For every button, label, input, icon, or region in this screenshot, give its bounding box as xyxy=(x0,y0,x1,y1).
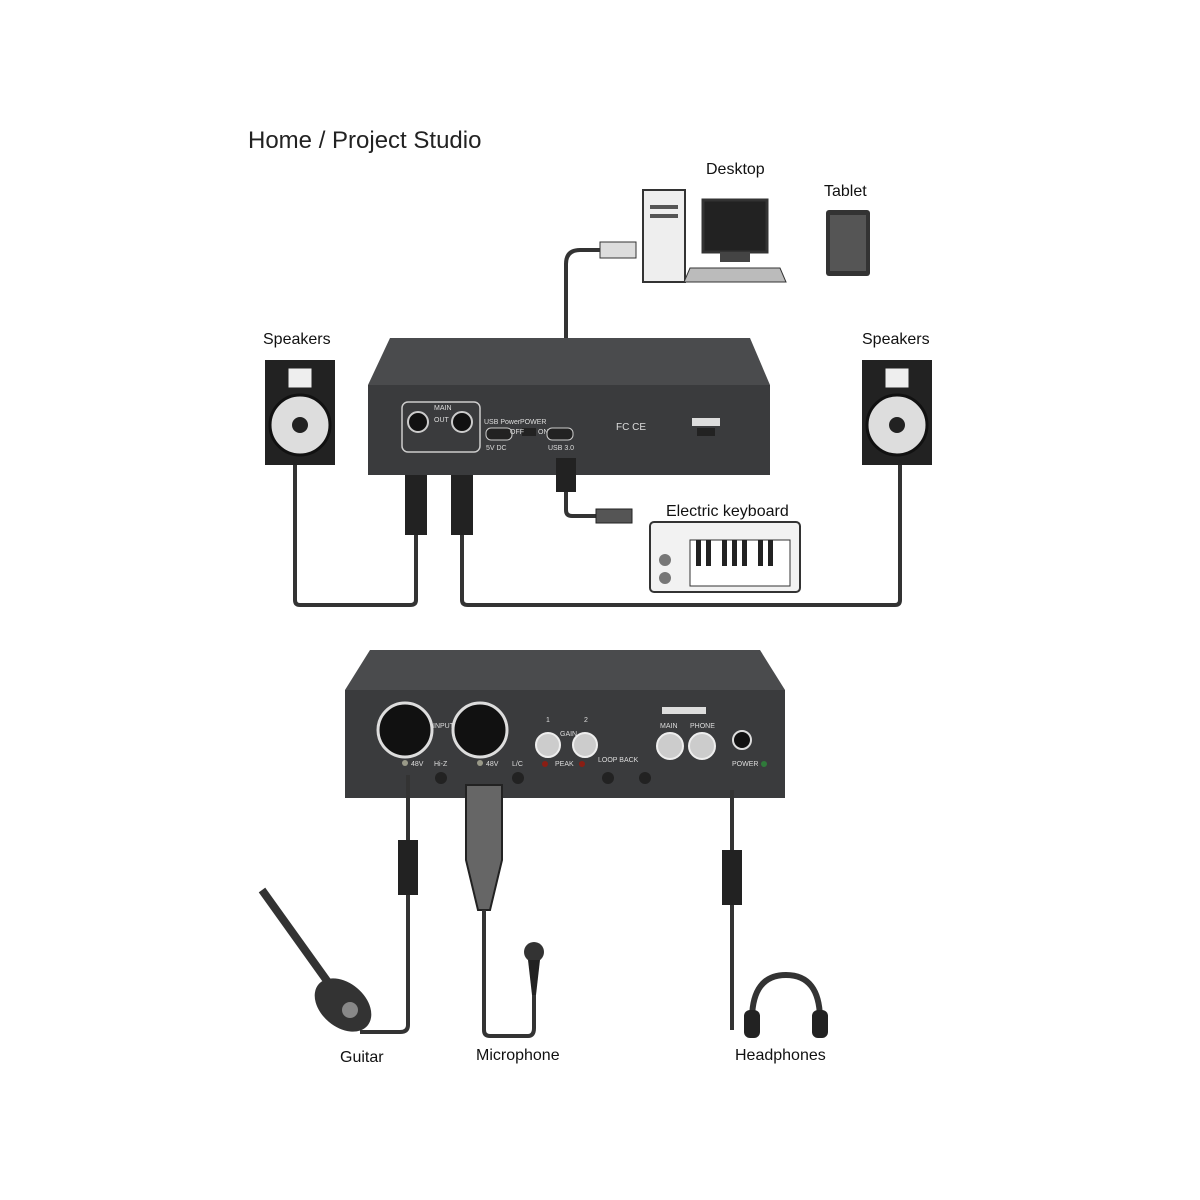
usb-power-port xyxy=(485,427,513,441)
microphone-cable xyxy=(482,910,536,1038)
lc-button xyxy=(512,772,524,784)
phone-knob xyxy=(688,732,716,760)
keyboard-label: Electric keyboard xyxy=(666,503,789,520)
speaker-right: Speakers xyxy=(862,331,932,465)
tablet-label: Tablet xyxy=(824,183,867,200)
headphone-jack xyxy=(732,730,752,750)
peak-label: PEAK xyxy=(555,761,574,768)
input-1-combo-jack xyxy=(376,701,434,759)
guitar-cable xyxy=(360,775,410,1034)
off-label: OFF xyxy=(510,429,524,436)
dc-label: 5V DC xyxy=(486,445,507,452)
desktop-computer: Desktop xyxy=(642,161,787,283)
usb-cable-keyboard xyxy=(564,492,598,518)
desktop-label: Desktop xyxy=(706,161,765,178)
48v-label-2: 48V xyxy=(486,761,499,768)
speakers-left-label: Speakers xyxy=(263,331,331,348)
headphones-label: Headphones xyxy=(735,1047,826,1064)
gain-1-label: 1 xyxy=(546,717,550,724)
speakers-right-label: Speakers xyxy=(862,331,930,348)
diagram-title: Home / Project Studio xyxy=(248,127,481,154)
audio-interface-rear: MAIN OUT USB Power 5V DC POWER OFF ON US… xyxy=(368,338,770,475)
hiz-label: Hi-Z xyxy=(434,761,448,768)
cert-marks: FC CE xyxy=(616,422,646,433)
on-label: ON xyxy=(538,429,549,436)
gain-1-knob xyxy=(535,732,561,758)
power-switch xyxy=(522,428,536,436)
48v-label-1: 48V xyxy=(411,761,424,768)
usb-power-label: USB Power xyxy=(484,419,521,426)
guitar-icon xyxy=(258,887,372,1032)
power-indicator-label: POWER xyxy=(732,761,758,768)
input-2-combo-jack xyxy=(451,701,509,759)
usb-plug-icon xyxy=(599,241,637,259)
out-label: OUT xyxy=(434,417,450,424)
button-5t xyxy=(639,772,651,784)
guitar-label: Guitar xyxy=(340,1049,384,1066)
microphone-label: Microphone xyxy=(476,1047,560,1064)
input-label: INPUT xyxy=(433,723,455,730)
hiz-button xyxy=(435,772,447,784)
lc-label: L/C xyxy=(512,761,523,768)
phone-label: PHONE xyxy=(690,723,715,730)
main-out-label: MAIN xyxy=(434,405,452,412)
tablet: Tablet xyxy=(824,183,870,276)
main-label: MAIN xyxy=(660,723,678,730)
usb-c-port xyxy=(546,427,574,441)
microphone-icon xyxy=(524,942,544,995)
headphones-icon xyxy=(744,971,828,1038)
right-speaker-cable xyxy=(460,465,902,607)
usb-cable-computer xyxy=(564,248,600,370)
loopback-label: LOOP BACK xyxy=(598,757,639,764)
gain-label: GAIN xyxy=(560,731,577,738)
loopback-button xyxy=(602,772,614,784)
gain-2-label: 2 xyxy=(584,717,588,724)
usb-label: USB 3.0 xyxy=(548,445,574,452)
speaker-left: Speakers xyxy=(263,331,335,465)
electric-keyboard: Electric keyboard xyxy=(649,503,801,593)
audio-interface-front: INPUT 48V 48V Hi-Z L/C GAIN 1 2 PEAK LOO… xyxy=(345,650,785,798)
power-label: POWER xyxy=(520,419,546,426)
left-speaker-cable xyxy=(293,465,418,607)
main-knob xyxy=(656,732,684,760)
gain-2-knob xyxy=(572,732,598,758)
power-led xyxy=(761,761,767,767)
